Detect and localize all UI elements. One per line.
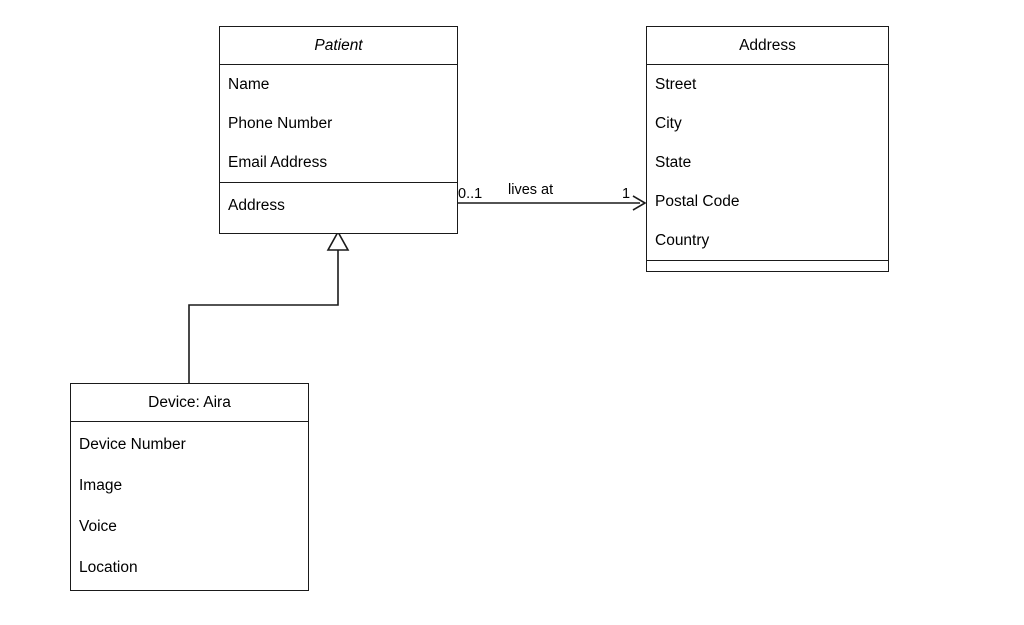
- class-title-address: Address: [647, 27, 888, 65]
- class-attribute: Voice: [79, 518, 117, 535]
- class-compartment-attributes: Device Number Image Voice Location: [71, 422, 308, 588]
- association-source-multiplicity: 0..1: [458, 186, 483, 202]
- class-attribute: Email Address: [228, 154, 328, 171]
- class-title-patient: Patient: [220, 27, 457, 65]
- class-attribute: State: [655, 154, 692, 171]
- class-attribute: Location: [79, 559, 138, 576]
- class-compartment-attributes: Street City State Postal Code Country: [647, 65, 888, 261]
- class-title-device-aira: Device: Aira: [71, 384, 308, 422]
- class-attribute: Country: [655, 232, 710, 249]
- class-compartment-association-attribute: Address: [220, 183, 457, 229]
- open-arrow-icon: [632, 195, 647, 211]
- generalization-line: [188, 249, 339, 383]
- class-attribute: Address: [228, 197, 285, 214]
- uml-class-patient[interactable]: Patient Name Phone Number Email Address …: [219, 26, 458, 234]
- class-attribute: Image: [79, 477, 123, 494]
- class-attribute: Phone Number: [228, 115, 333, 132]
- generalization-device-patient: [188, 230, 350, 383]
- association-target-multiplicity: 1: [622, 186, 631, 202]
- association-patient-address: [458, 195, 647, 211]
- uml-class-device-aira[interactable]: Device: Aira Device Number Image Voice L…: [70, 383, 309, 591]
- class-attribute: Postal Code: [655, 193, 740, 210]
- class-attribute: Name: [228, 76, 270, 93]
- class-attribute: City: [655, 115, 682, 132]
- uml-class-address[interactable]: Address Street City State Postal Code Co…: [646, 26, 889, 272]
- hollow-triangle-icon: [326, 230, 350, 251]
- class-compartment-operations: [647, 261, 888, 267]
- class-attribute: Street: [655, 76, 697, 93]
- association-label: lives at: [508, 182, 554, 198]
- class-attribute: Device Number: [79, 436, 186, 453]
- class-compartment-attributes: Name Phone Number Email Address: [220, 65, 457, 183]
